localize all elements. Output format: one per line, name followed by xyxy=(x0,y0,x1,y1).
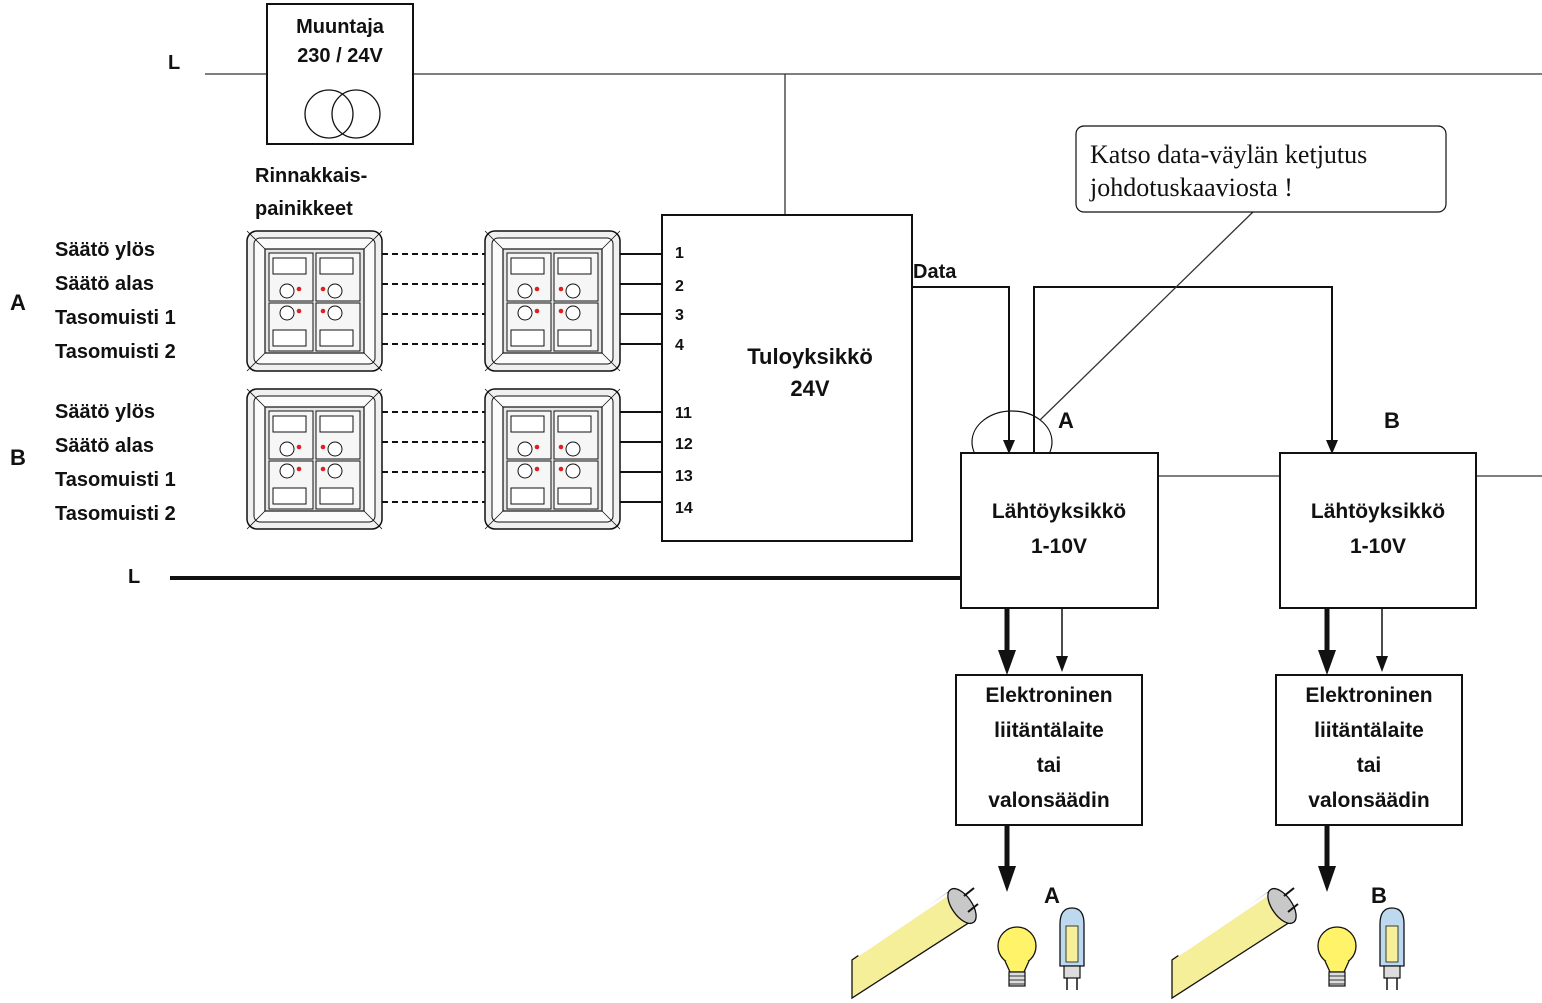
mains-label-bottom: L xyxy=(128,566,140,588)
ballast-a-box xyxy=(955,674,1143,826)
group-a-letter: A xyxy=(10,290,26,315)
data-bus-line xyxy=(912,286,1010,442)
ballast-b-line-3: tai xyxy=(1357,754,1382,777)
output-unit-b-title: Lähtöyksikkö xyxy=(1311,500,1445,523)
callout-text-1: Katso data-väylän ketjutus xyxy=(1090,140,1367,169)
switch-panel-b-parallel xyxy=(246,388,383,530)
output-unit-b-box xyxy=(1279,452,1477,609)
transformer-coil-icon xyxy=(304,89,354,139)
terminal-14: 14 xyxy=(675,500,693,517)
transformer-rating: 230 / 24V xyxy=(297,45,383,67)
output-unit-a-title: Lähtöyksikkö xyxy=(992,500,1126,523)
terminal-2: 2 xyxy=(675,278,684,295)
group-b-function-3: Tasomuisti 1 xyxy=(55,469,176,491)
output-unit-b-range: 1-10V xyxy=(1350,535,1406,558)
group-b-function-1: Säätö ylös xyxy=(55,401,155,423)
output-unit-a-range: 1-10V xyxy=(1031,535,1087,558)
output-a-letter: A xyxy=(1058,408,1074,433)
callout-box xyxy=(1075,125,1447,213)
transformer-coil-icon xyxy=(331,89,381,139)
terminal-11: 11 xyxy=(675,405,692,422)
switch-panel-a-main xyxy=(484,230,621,372)
input-unit-voltage: 24V xyxy=(790,376,829,401)
ballast-b-line-2: liitäntälaite xyxy=(1314,719,1424,742)
switch-panel-a-parallel xyxy=(246,230,383,372)
group-b-function-2: Säätö alas xyxy=(55,435,154,457)
terminal-1: 1 xyxy=(675,245,684,262)
ballast-b-line-1: Elektroninen xyxy=(1305,684,1432,707)
output-b-letter: B xyxy=(1384,408,1400,433)
group-a-function-1: Säätö ylös xyxy=(55,239,155,261)
lamp-group-a-letter: A xyxy=(1044,883,1060,908)
terminal-4: 4 xyxy=(675,337,684,354)
parallel-buttons-label-2: painikkeet xyxy=(255,198,353,220)
terminal-3: 3 xyxy=(675,307,684,324)
parallel-buttons-label-1: Rinnakkais- xyxy=(255,165,367,187)
group-a-function-2: Säätö alas xyxy=(55,273,154,295)
group-a-function-4: Tasomuisti 2 xyxy=(55,341,176,363)
transformer-title: Muuntaja xyxy=(296,16,385,38)
group-b-function-4: Tasomuisti 2 xyxy=(55,503,176,525)
ballast-a-line-1: Elektroninen xyxy=(985,684,1112,707)
terminal-13: 13 xyxy=(675,468,693,485)
terminal-12: 12 xyxy=(675,436,693,453)
data-bus-chain-line xyxy=(1033,286,1333,452)
callout-pointer xyxy=(1039,209,1256,421)
ballast-a-line-3: tai xyxy=(1037,754,1062,777)
ballast-b-box xyxy=(1275,674,1463,826)
data-label: Data xyxy=(913,261,957,283)
ballast-a-line-2: liitäntälaite xyxy=(994,719,1104,742)
input-unit-title: Tuloyksikkö xyxy=(747,344,873,369)
output-unit-a-box xyxy=(960,452,1159,609)
ballast-a-line-4: valonsäädin xyxy=(988,789,1109,812)
input-unit-box xyxy=(661,214,913,542)
group-b-letter: B xyxy=(10,445,26,470)
transformer-box xyxy=(266,3,414,145)
mains-label-top: L xyxy=(168,52,180,74)
callout-text-2: johdotuskaaviosta ! xyxy=(1089,173,1293,202)
lamp-group-b-letter: B xyxy=(1371,883,1387,908)
ballast-b-line-4: valonsäädin xyxy=(1308,789,1429,812)
lamp-group-b-icon xyxy=(1170,882,1406,1000)
group-a-function-3: Tasomuisti 1 xyxy=(55,307,176,329)
switch-panel-b-main xyxy=(484,388,621,530)
